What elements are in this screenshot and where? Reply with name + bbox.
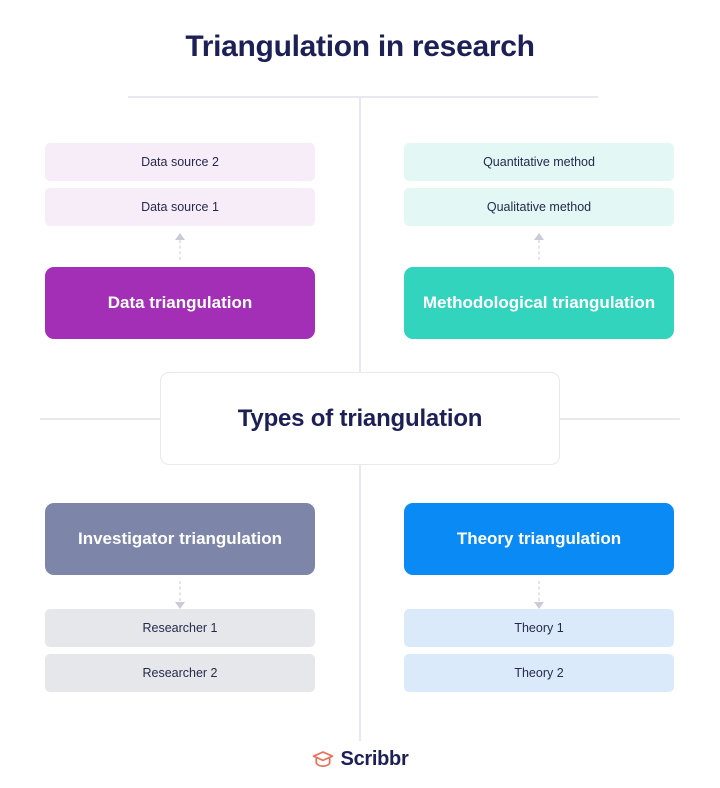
pill-label: Data source 1 <box>141 200 219 214</box>
card-theory-triangulation[interactable]: Theory triangulation <box>404 503 674 575</box>
pill-qualitative-method: Qualitative method <box>404 188 674 226</box>
pill-label: Theory 1 <box>514 621 564 635</box>
card-label: Data triangulation <box>107 293 253 313</box>
card-investigator-triangulation[interactable]: Investigator triangulation <box>45 503 315 575</box>
logo-wordmark: Scribbr <box>340 748 409 770</box>
dashed-arrow-up-icon <box>404 233 674 267</box>
center-box-types-of-triangulation: Types of triangulation <box>160 372 560 465</box>
quadrant-data-triangulation: Data source 2 Data source 1 Data triangu… <box>45 143 315 339</box>
divider-middle-left <box>40 418 170 420</box>
dashed-arrow-up-icon <box>45 233 315 267</box>
pill-researcher-2: Researcher 2 <box>45 654 315 692</box>
card-label: Investigator triangulation <box>77 529 283 549</box>
card-methodological-triangulation[interactable]: Methodological triangulation <box>404 267 674 339</box>
card-data-triangulation[interactable]: Data triangulation <box>45 267 315 339</box>
quadrant-investigator-triangulation: Investigator triangulation Researcher 1 … <box>45 503 315 692</box>
dashed-arrow-down-icon <box>404 575 674 609</box>
footer-logo: Scribbr <box>0 748 720 771</box>
quadrant-theory-triangulation: Theory triangulation Theory 1 Theory 2 <box>404 503 674 692</box>
quadrant-methodological-triangulation: Quantitative method Qualitative method M… <box>404 143 674 339</box>
card-label: Methodological triangulation <box>422 293 656 313</box>
pill-theory-2: Theory 2 <box>404 654 674 692</box>
pill-data-source-1: Data source 1 <box>45 188 315 226</box>
pill-data-source-2: Data source 2 <box>45 143 315 181</box>
divider-top-horizontal <box>128 96 598 98</box>
pill-quantitative-method: Quantitative method <box>404 143 674 181</box>
pill-label: Researcher 1 <box>142 621 218 635</box>
pill-label: Qualitative method <box>486 200 592 214</box>
center-box-label: Types of triangulation <box>237 404 483 432</box>
divider-middle-right <box>552 418 680 420</box>
pill-label: Theory 2 <box>514 666 564 680</box>
card-label: Theory triangulation <box>456 529 622 549</box>
pill-label: Researcher 2 <box>142 666 218 680</box>
pill-theory-1: Theory 1 <box>404 609 674 647</box>
pill-researcher-1: Researcher 1 <box>45 609 315 647</box>
pill-label: Data source 2 <box>141 155 219 169</box>
graduation-cap-icon <box>312 750 334 770</box>
dashed-arrow-down-icon <box>45 575 315 609</box>
page-title: Triangulation in research <box>185 30 535 63</box>
pill-label: Quantitative method <box>483 155 595 169</box>
